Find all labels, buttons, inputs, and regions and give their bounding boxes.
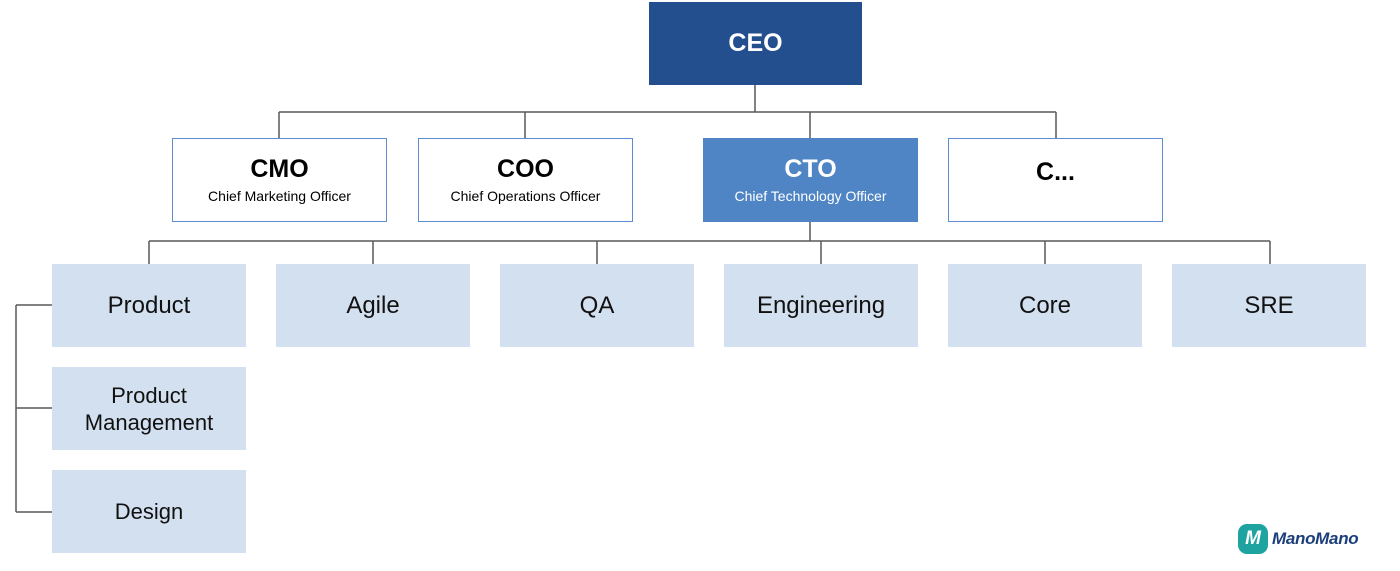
exec-abbr: CTO xyxy=(784,155,837,183)
team-label: Core xyxy=(1018,291,1072,319)
team-label: SRE xyxy=(1244,291,1294,319)
team-label: Agile xyxy=(346,291,400,319)
subteam-box-design[interactable]: Design xyxy=(52,470,246,553)
ceo-label: CEO xyxy=(728,29,783,57)
exec-title: Chief Marketing Officer xyxy=(208,188,351,204)
ceo-box[interactable]: CEO xyxy=(649,2,862,85)
team-label: Product xyxy=(107,291,191,319)
exec-title: Chief Operations Officer xyxy=(450,188,601,204)
exec-abbr: COO xyxy=(497,155,554,183)
manomano-logo-icon: M xyxy=(1238,524,1268,554)
logo-text: ManoMano xyxy=(1272,529,1359,548)
subteam-label-line2: Management xyxy=(84,409,214,435)
exec-title: Chief Technology Officer xyxy=(734,188,887,204)
team-label: QA xyxy=(579,291,615,319)
exec-box-cto[interactable]: CTO Chief Technology Officer xyxy=(703,138,918,222)
team-box-qa[interactable]: QA xyxy=(500,264,694,347)
team-label: Engineering xyxy=(756,291,886,319)
exec-box-coo[interactable]: COO Chief Operations Officer xyxy=(418,138,633,222)
manomano-logo: M ManoMano xyxy=(1238,521,1359,557)
team-box-core[interactable]: Core xyxy=(948,264,1142,347)
team-box-sre[interactable]: SRE xyxy=(1172,264,1366,347)
exec-abbr: CMO xyxy=(250,155,309,183)
subteam-label-line1: Design xyxy=(114,499,184,524)
team-box-agile[interactable]: Agile xyxy=(276,264,470,347)
team-box-product[interactable]: Product xyxy=(52,264,246,347)
exec-box-cmo[interactable]: CMO Chief Marketing Officer xyxy=(172,138,387,222)
exec-box-other[interactable]: C... xyxy=(948,138,1163,222)
subteam-box-product-management[interactable]: Product Management xyxy=(52,367,246,450)
exec-abbr: C... xyxy=(1036,158,1075,186)
subteam-label-line1: Product xyxy=(111,382,187,408)
team-box-engineering[interactable]: Engineering xyxy=(724,264,918,347)
